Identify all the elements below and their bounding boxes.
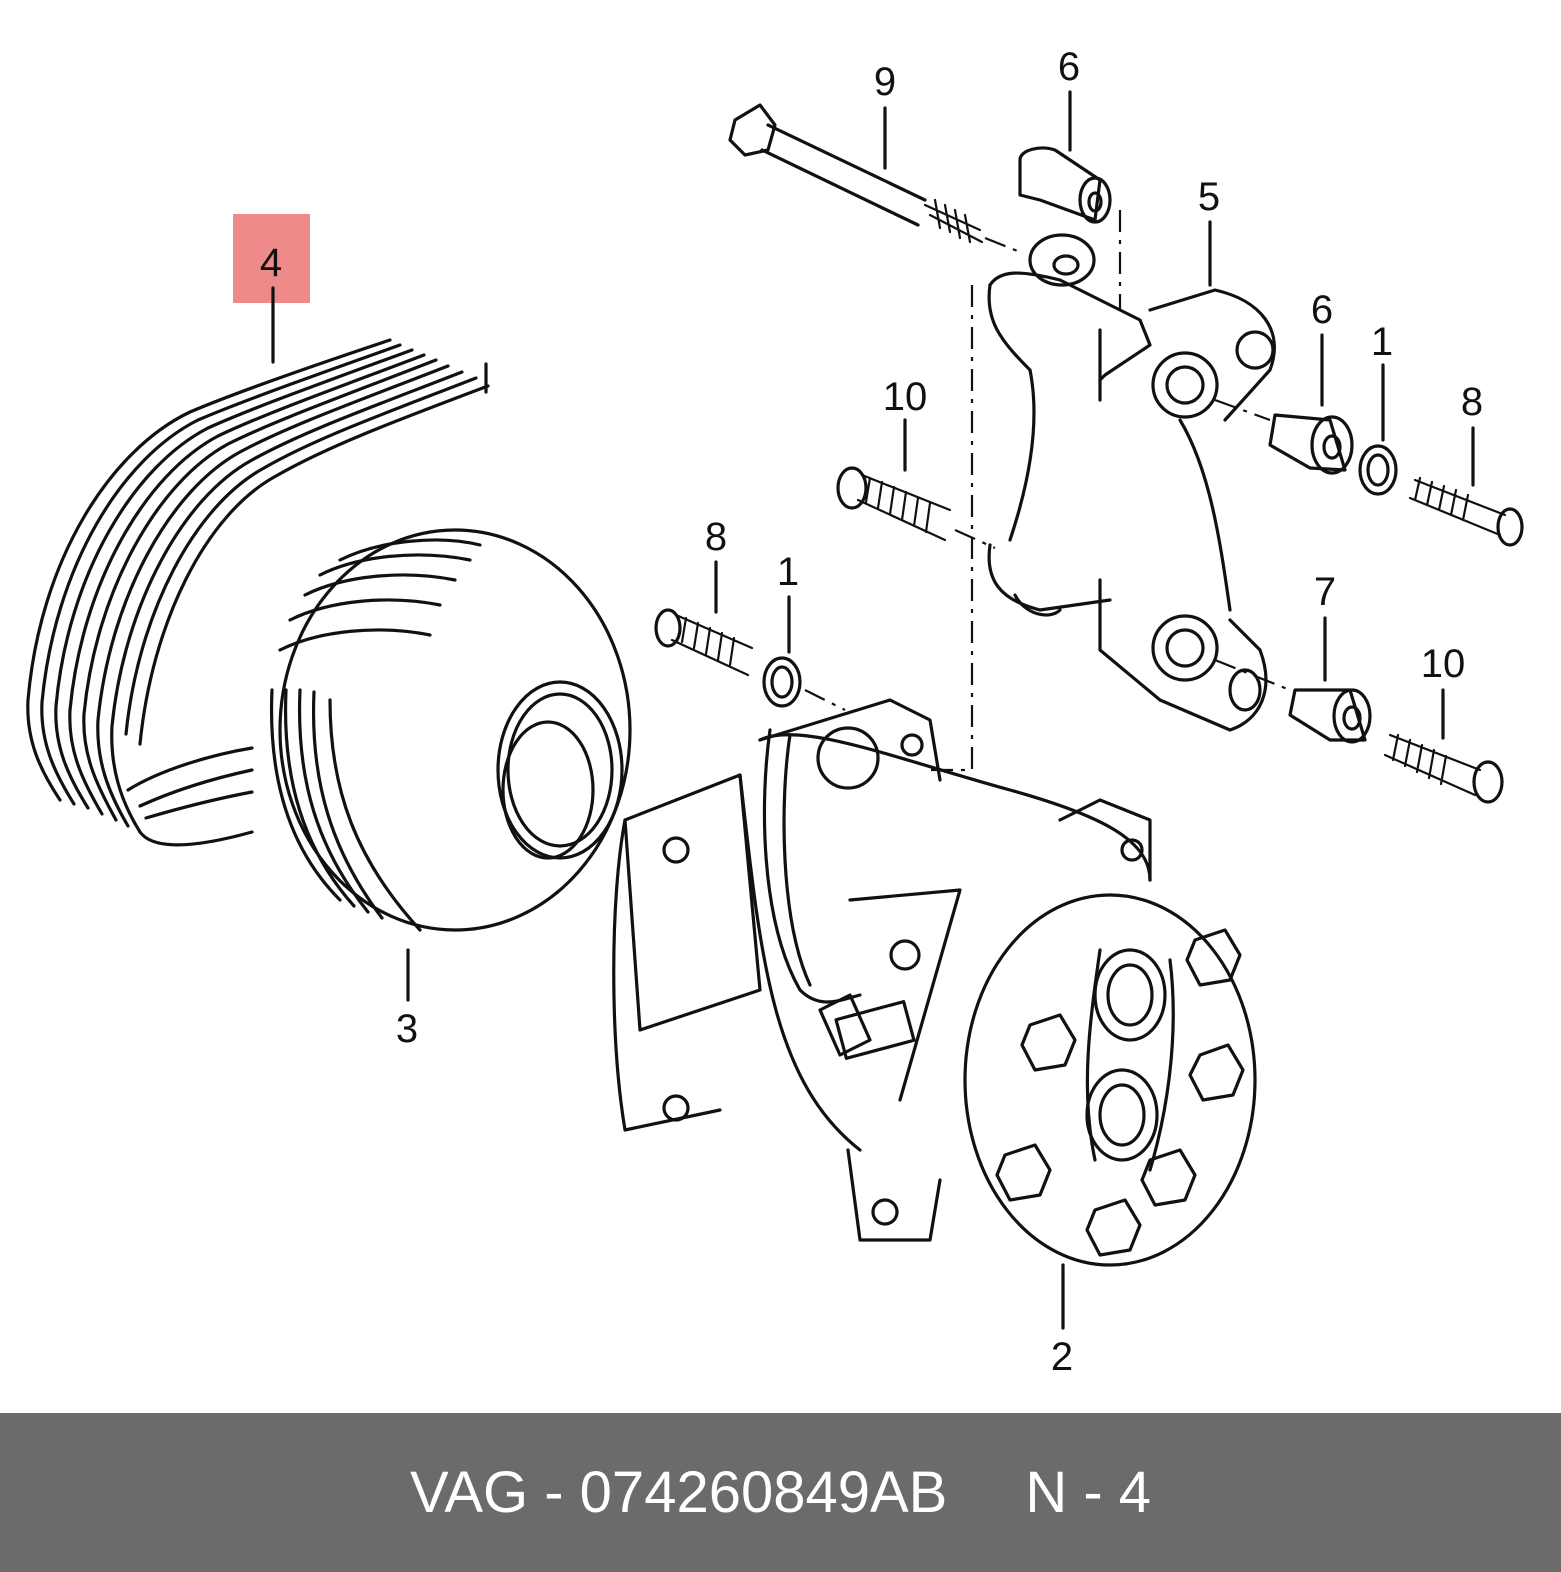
- callout-1b-label: 1: [777, 550, 799, 594]
- bushing-lower: [1214, 658, 1372, 744]
- pulley: [269, 528, 632, 932]
- callout-1-right[interactable]: 1: [1371, 320, 1393, 442]
- callout-8b-label: 8: [705, 515, 727, 559]
- callout-6-right[interactable]: 6: [1311, 288, 1333, 407]
- callout-6a-label: 6: [1058, 45, 1080, 89]
- callout-8-right[interactable]: 8: [1461, 380, 1483, 487]
- part-number-footer: VAG - 074260849AB N - 4: [0, 1413, 1561, 1572]
- washer-right: [1358, 444, 1398, 496]
- callout-7[interactable]: 7: [1314, 570, 1336, 682]
- ac-compressor: [612, 698, 1257, 1267]
- callout-8a-label: 8: [1461, 380, 1483, 424]
- callout-2-label: 2: [1051, 1335, 1073, 1379]
- callout-10-middle[interactable]: 10: [883, 375, 928, 472]
- bolt-8-right: [1408, 476, 1524, 547]
- callout-7-label: 7: [1314, 570, 1336, 614]
- callout-5[interactable]: 5: [1198, 175, 1220, 287]
- callout-10-lower[interactable]: 10: [1421, 642, 1466, 740]
- callout-6-top[interactable]: 6: [1058, 45, 1080, 152]
- bushing-right: [1214, 398, 1354, 475]
- callout-10b-label: 10: [1421, 642, 1466, 686]
- callout-10a-label: 10: [883, 375, 928, 419]
- callout-3[interactable]: 3: [396, 948, 418, 1051]
- callout-8-left[interactable]: 8: [705, 515, 727, 614]
- part-number-label: VAG - 074260849AB: [409, 1460, 948, 1525]
- callout-9-label: 9: [874, 60, 896, 104]
- callout-1a-label: 1: [1371, 320, 1393, 364]
- callout-4-label: 4: [260, 241, 282, 285]
- callout-2[interactable]: 2: [1051, 1263, 1073, 1379]
- position-label: N - 4: [1025, 1460, 1152, 1525]
- exploded-parts-diagram: 4: [26, 45, 1524, 1379]
- bushing-top: [1018, 146, 1112, 224]
- washer-left: [762, 656, 846, 711]
- long-bolt: [728, 103, 1021, 254]
- callout-6b-label: 6: [1311, 288, 1333, 332]
- bolt-8-left: [654, 608, 754, 677]
- ribbed-belt: [26, 338, 490, 847]
- bolt-10-middle: [836, 466, 996, 550]
- mounting-bracket: [930, 210, 1276, 772]
- callout-4[interactable]: 4: [233, 214, 310, 364]
- callout-1-left[interactable]: 1: [777, 550, 799, 654]
- bolt-10-lower: [1383, 733, 1504, 804]
- callout-9[interactable]: 9: [874, 60, 896, 170]
- callout-3-label: 3: [396, 1007, 418, 1051]
- callout-5-label: 5: [1198, 175, 1220, 219]
